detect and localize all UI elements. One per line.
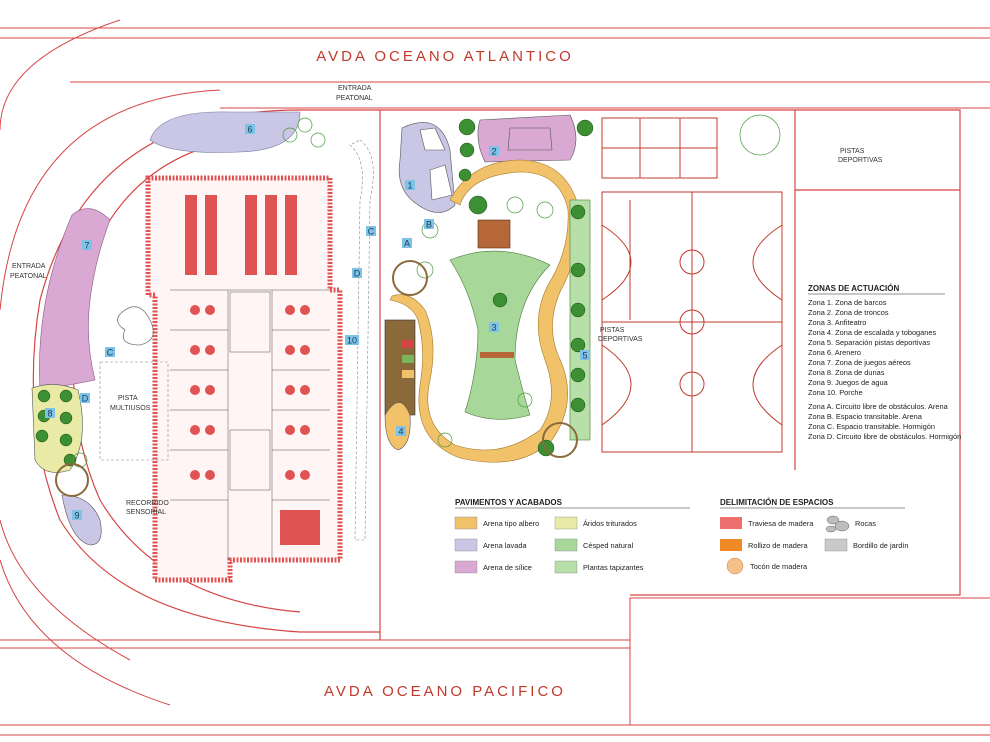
swatch-plantas xyxy=(554,560,578,574)
circuit-marker-b: B xyxy=(426,220,432,230)
zone-marker-5: 5 xyxy=(582,351,587,361)
zonas-item: Zona 5. Separación pistas deportivas xyxy=(808,338,930,347)
swatch-aridos xyxy=(554,516,578,530)
pavimentos-legend: PAVIMENTOS Y ACABADOS Arena tipo albero … xyxy=(454,498,690,574)
label-pistas-deportivas-mid-2: DEPORTIVAS xyxy=(598,336,643,343)
zonas-item: Zona 8. Zona de dunas xyxy=(808,368,885,377)
label-pistas-deportivas-top: PISTAS xyxy=(840,148,865,155)
pavimento-label: Césped natural xyxy=(583,541,633,550)
label-recorrido-sensorial-2: SENSORIAL xyxy=(126,509,166,516)
swatch-arena-silice xyxy=(454,560,478,574)
zone-2-troncos xyxy=(477,114,577,163)
street-name-south: AVDA OCEANO PACIFICO xyxy=(324,683,566,700)
label-pista-multiusos-2: MULTIUSOS xyxy=(110,405,151,412)
swatch-cesped xyxy=(554,538,578,552)
pavimento-label: Plantas tapizantes xyxy=(583,563,644,572)
zonas-circuit: Zona B. Espacio transitable. Arena xyxy=(808,412,923,421)
circuit-marker-c-2: C xyxy=(107,348,114,358)
swatch-tocon xyxy=(726,557,744,575)
sports-courts xyxy=(601,117,783,453)
circuit-marker-d-2: D xyxy=(82,394,89,404)
label-pistas-deportivas-mid: PISTAS xyxy=(600,327,625,334)
zonas-legend: ZONAS DE ACTUACIÓN Zona 1. Zona de barco… xyxy=(808,284,961,441)
pista-multiusos-area xyxy=(99,361,169,461)
label-entrada-peatonal-top-2: PEATONAL xyxy=(336,95,373,102)
label-entrada-peatonal-left-2: PEATONAL xyxy=(10,273,47,280)
tree-outlines xyxy=(72,114,781,468)
zone-marker-10: 10 xyxy=(347,336,357,346)
zonas-item: Zona 3. Anfiteatro xyxy=(808,318,866,327)
label-entrada-peatonal-top: ENTRADA xyxy=(338,85,372,92)
circuit-marker-a: A xyxy=(404,239,410,249)
zone-marker-9: 9 xyxy=(74,511,79,521)
circuit-marker-c-1: C xyxy=(368,227,375,237)
zonas-title: ZONAS DE ACTUACIÓN xyxy=(808,284,899,293)
delimitacion-legend: DELIMITACIÓN DE ESPACIOS Traviesa de mad… xyxy=(720,498,908,575)
zonas-item: Zona 10. Porche xyxy=(808,388,863,397)
swatch-bordillo xyxy=(824,538,848,552)
label-entrada-peatonal-left: ENTRADA xyxy=(12,263,46,270)
rocks-icon xyxy=(825,515,850,533)
delimitacion-title: DELIMITACIÓN DE ESPACIOS xyxy=(720,498,834,507)
pavimento-label: Áridos triturados xyxy=(583,519,637,528)
street-name-north: AVDA OCEANO ATLANTICO xyxy=(316,48,574,65)
pavimento-label: Arena tipo albero xyxy=(483,519,539,528)
delimitacion-label: Traviesa de madera xyxy=(748,519,814,528)
zone-marker-7: 7 xyxy=(84,241,89,251)
school-building xyxy=(145,175,343,583)
zone-marker-3: 3 xyxy=(491,323,496,333)
swatch-arena-lavada xyxy=(454,538,478,552)
zone-marker-8: 8 xyxy=(47,409,52,419)
pavimento-label: Arena de sílice xyxy=(483,563,532,572)
zonas-item: Zona 2. Zona de troncos xyxy=(808,308,889,317)
zone-markers: 1 2 3 4 5 6 7 8 9 10 A B C C D D xyxy=(45,124,590,521)
zone-marker-6: 6 xyxy=(247,125,252,135)
delimitacion-label: Bordillo de jardín xyxy=(853,541,908,550)
swatch-traviesa xyxy=(720,517,742,529)
zone-3-anfiteatro xyxy=(449,219,551,420)
zone-6-arenero xyxy=(149,111,301,153)
label-pista-multiusos: PISTA xyxy=(118,395,138,402)
circuit-marker-d-1: D xyxy=(354,269,361,279)
zone-a-circuit xyxy=(389,159,580,463)
zonas-circuit: Zona C. Espacio transitable. Hormigón xyxy=(808,422,935,431)
delimitacion-label: Rocas xyxy=(855,519,876,528)
zonas-item: Zona 6. Arenero xyxy=(808,348,861,357)
round-planters xyxy=(55,260,578,497)
zone-marker-4: 4 xyxy=(398,427,403,437)
pavimento-label: Arena lavada xyxy=(483,541,527,550)
label-recorrido-sensorial: RECORRIDO xyxy=(126,500,169,507)
zone-1-barcos xyxy=(398,122,456,213)
zonas-item: Zona 9. Juegos de agua xyxy=(808,378,889,387)
swatch-rollizo xyxy=(720,539,742,551)
zone-7-juegos-aereos xyxy=(39,208,111,391)
zonas-item: Zona 4. Zona de escalada y toboganes xyxy=(808,328,937,337)
zonas-item: Zona 1. Zona de barcos xyxy=(808,298,887,307)
trees xyxy=(35,118,594,467)
swatch-arena-albero xyxy=(454,516,478,530)
zone-marker-2: 2 xyxy=(491,147,496,157)
delimitacion-label: Rollizo de madera xyxy=(748,541,808,550)
delimitacion-label: Tocón de madera xyxy=(750,562,808,571)
zone-marker-1: 1 xyxy=(407,181,412,191)
pavimentos-title: PAVIMENTOS Y ACABADOS xyxy=(455,498,563,507)
multiusos-track xyxy=(117,306,154,346)
zonas-circuit: Zona D. Circuito libre de obstáculos. Ho… xyxy=(808,432,961,441)
zonas-item: Zona 7. Zona de juegos aéreos xyxy=(808,358,911,367)
zonas-circuit: Zona A. Circuito libre de obstáculos. Ar… xyxy=(808,402,949,411)
street-lines xyxy=(0,19,990,736)
zone-8-dunas xyxy=(31,384,83,473)
label-pistas-deportivas-top-2: DEPORTIVAS xyxy=(838,157,883,164)
